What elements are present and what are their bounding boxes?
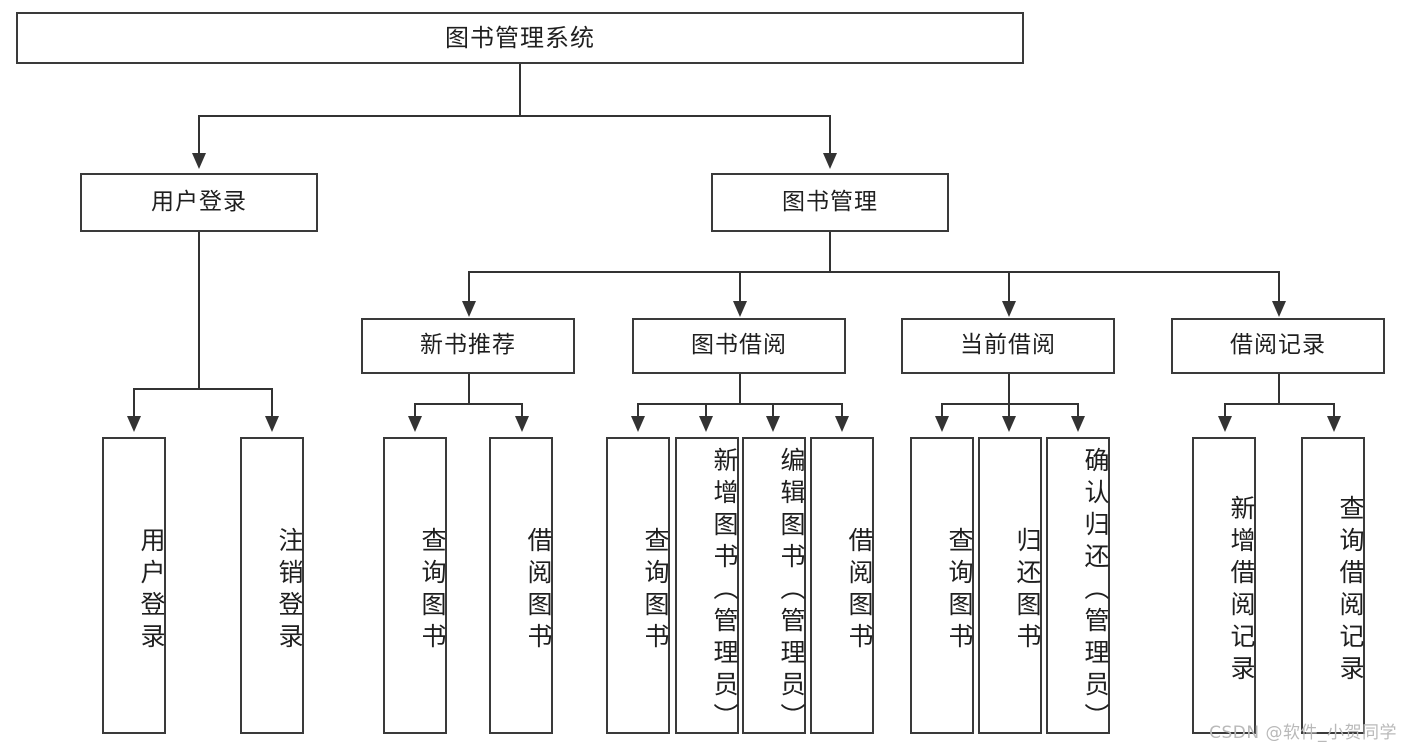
leaf-label: 编辑图书（管理员） (777, 446, 806, 735)
edge-bus-user-login (133, 388, 272, 390)
node-root-system[interactable]: 图书管理系统 (16, 12, 1024, 64)
arrow-nb-leaf1 (408, 416, 422, 432)
leaf-label: 查询借阅记录 (1336, 494, 1365, 687)
leaf-label: 确认归还（管理员） (1081, 446, 1110, 735)
leaf-label: 借阅图书 (845, 526, 874, 655)
edge-drop-current-borrow (1008, 271, 1010, 303)
arrow-bb-leaf3 (766, 416, 780, 432)
arrow-bb-leaf2 (699, 416, 713, 432)
node-book-borrow[interactable]: 图书借阅 (632, 318, 846, 374)
leaf-add-borrow-record[interactable]: 新增借阅记录 (1192, 437, 1256, 734)
leaf-return-book[interactable]: 归还图书 (978, 437, 1042, 734)
csdn-watermark: CSDN @软件_小贺同学 (1209, 723, 1397, 743)
leaf-borrow-book[interactable]: 借阅图书 (810, 437, 874, 734)
leaf-label: 查询图书 (418, 526, 447, 655)
leaf-confirm-return-admin[interactable]: 确认归还（管理员） (1046, 437, 1110, 735)
edge-drop-borrow-record (1278, 271, 1280, 303)
arrow-cb-leaf1 (935, 416, 949, 432)
leaf-add-book-admin[interactable]: 新增图书（管理员） (675, 437, 739, 735)
edge-drop-bb-leaf1 (637, 403, 639, 418)
arrow-leaf-logout (265, 416, 279, 432)
node-label: 图书借阅 (691, 332, 787, 359)
leaf-label: 借阅图书 (524, 526, 553, 655)
edge-bus-borrow-record (1224, 403, 1334, 405)
edge-stem-user-login (198, 232, 200, 389)
arrow-bb-leaf4 (835, 416, 849, 432)
arrow-current-borrow (1002, 301, 1016, 317)
edge-drop-cb-leaf2 (1008, 403, 1010, 418)
edge-drop-br-leaf1 (1224, 403, 1226, 418)
leaf-borrow-book-recommend[interactable]: 借阅图书 (489, 437, 553, 734)
edge-bus-new-book (414, 403, 522, 405)
leaf-query-book-borrow[interactable]: 查询图书 (606, 437, 670, 734)
arrow-nb-leaf2 (515, 416, 529, 432)
edge-root-stem (519, 64, 521, 116)
leaf-query-book-recommend[interactable]: 查询图书 (383, 437, 447, 734)
node-label: 借阅记录 (1230, 332, 1326, 359)
arrow-bb-leaf1 (631, 416, 645, 432)
edge-drop-book-mgmt (829, 115, 831, 155)
leaf-label: 归还图书 (1013, 526, 1042, 655)
edge-stem-book-mgmt (829, 232, 831, 272)
node-label: 用户登录 (151, 188, 247, 215)
arrow-book-mgmt (823, 153, 837, 169)
edge-drop-nb-leaf2 (521, 403, 523, 418)
edge-drop-br-leaf2 (1333, 403, 1335, 418)
edge-bus-level1 (198, 115, 831, 117)
edge-bus-current-borrow (941, 403, 1079, 405)
leaf-logout[interactable]: 注销登录 (240, 437, 304, 734)
node-book-management[interactable]: 图书管理 (711, 173, 949, 232)
arrow-leaf-user-login (127, 416, 141, 432)
edge-drop-cb-leaf3 (1077, 403, 1079, 418)
edge-drop-leaf-user-login (133, 388, 135, 418)
leaf-label: 注销登录 (275, 526, 304, 655)
node-label: 新书推荐 (420, 332, 516, 359)
edge-drop-bb-leaf2 (705, 403, 707, 418)
arrow-cb-leaf2 (1002, 416, 1016, 432)
leaf-label: 新增图书（管理员） (710, 446, 739, 735)
node-user-login[interactable]: 用户登录 (80, 173, 318, 232)
node-label: 图书管理 (782, 188, 878, 215)
edge-drop-leaf-logout (271, 388, 273, 418)
arrow-borrow (733, 301, 747, 317)
arrow-br-leaf2 (1327, 416, 1341, 432)
arrow-user-login (192, 153, 206, 169)
leaf-label: 查询图书 (945, 526, 974, 655)
leaf-label: 查询图书 (641, 526, 670, 655)
leaf-query-book-current[interactable]: 查询图书 (910, 437, 974, 734)
node-label: 当前借阅 (960, 332, 1056, 359)
leaf-label: 新增借阅记录 (1227, 494, 1256, 687)
arrow-borrow-record (1272, 301, 1286, 317)
edge-drop-bb-leaf4 (841, 403, 843, 418)
edge-drop-borrow (739, 271, 741, 303)
leaf-query-borrow-record[interactable]: 查询借阅记录 (1301, 437, 1365, 734)
edge-stem-borrow-record (1278, 374, 1280, 404)
edge-drop-user-login (198, 115, 200, 155)
edge-bus-borrow (637, 403, 843, 405)
node-label: 图书管理系统 (445, 23, 595, 52)
arrow-cb-leaf3 (1071, 416, 1085, 432)
edge-stem-borrow (739, 374, 741, 404)
edge-stem-current-borrow (1008, 374, 1010, 404)
node-current-borrow[interactable]: 当前借阅 (901, 318, 1115, 374)
edge-drop-nb-leaf1 (414, 403, 416, 418)
edge-drop-bb-leaf3 (772, 403, 774, 418)
edge-stem-new-book (468, 374, 470, 404)
arrow-br-leaf1 (1218, 416, 1232, 432)
edge-bus-level3 (468, 271, 1280, 273)
leaf-edit-book-admin[interactable]: 编辑图书（管理员） (742, 437, 806, 735)
node-borrow-record[interactable]: 借阅记录 (1171, 318, 1385, 374)
leaf-user-login[interactable]: 用户登录 (102, 437, 166, 734)
edge-drop-cb-leaf1 (941, 403, 943, 418)
node-new-book-recommend[interactable]: 新书推荐 (361, 318, 575, 374)
arrow-new-book (462, 301, 476, 317)
edge-drop-new-book (468, 271, 470, 303)
leaf-label: 用户登录 (137, 526, 166, 655)
